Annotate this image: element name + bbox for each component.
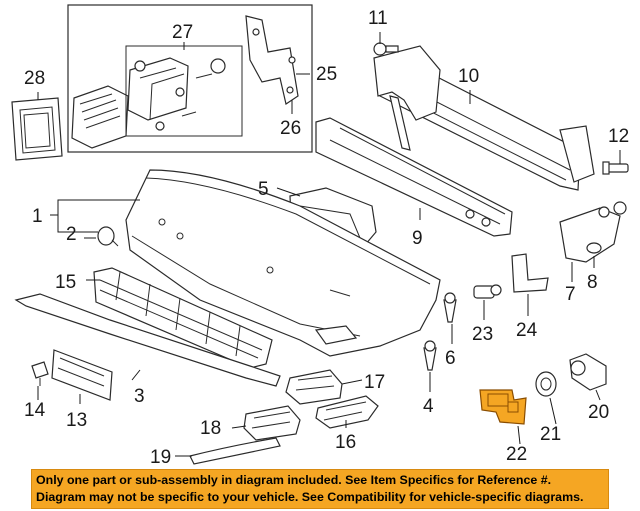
- part-13-plate-bracket: [51, 349, 113, 401]
- leader-lines: [37, 32, 621, 457]
- callout-20: 20: [588, 402, 609, 423]
- callout-8: 8: [587, 272, 598, 293]
- disclaimer-line-1: Only one part or sub-assembly in diagram…: [36, 473, 552, 487]
- callout-6: 6: [445, 348, 456, 369]
- part-1-bumper-cover: [125, 169, 441, 357]
- part-6-pin: [443, 292, 457, 323]
- callout-18: 18: [200, 418, 221, 439]
- callout-15: 15: [55, 272, 76, 293]
- part-15-grille: [93, 267, 273, 369]
- callout-11: 11: [368, 8, 388, 29]
- callout-19: 19: [150, 447, 171, 468]
- callout-9: 9: [412, 228, 423, 249]
- part-11-bolt: [373, 42, 399, 56]
- disclaimer-banner: Only one part or sub-assembly in diagram…: [31, 469, 609, 509]
- callout-24: 24: [516, 320, 538, 341]
- part-7-side-bracket: [559, 201, 627, 263]
- callout-26: 26: [280, 118, 301, 139]
- callout-12: 12: [608, 126, 629, 147]
- callout-4: 4: [423, 396, 434, 417]
- callout-7: 7: [565, 284, 576, 305]
- part-2-cap: [97, 226, 119, 247]
- callout-1: 1: [32, 206, 43, 227]
- callout-25: 25: [316, 64, 337, 85]
- part-17-cover: [285, 369, 343, 405]
- callout-5: 5: [258, 179, 269, 200]
- part-25-26-bracket: [245, 15, 299, 105]
- part-4-pin: [423, 340, 437, 371]
- part-22-sensor-bracket: [479, 389, 527, 425]
- callout-10: 10: [458, 66, 479, 87]
- part-28-sensor-frame: [11, 97, 63, 161]
- callout-3: 3: [134, 386, 145, 407]
- part-24-bracket: [511, 253, 549, 293]
- part-21-sensor-ring: [535, 371, 557, 397]
- callout-2: 2: [66, 224, 77, 245]
- part-18-cover: [243, 405, 301, 441]
- part-3-spoiler: [14, 293, 281, 387]
- part-8-grommet: [586, 242, 602, 254]
- callout-14: 14: [24, 400, 46, 421]
- diagram-canvas: 1 2 3 4 5 6 7 8 9 10 11 12 13 14 15 16 1…: [11, 4, 629, 468]
- part-23-sensor: [473, 284, 502, 299]
- part-16-cover: [315, 395, 379, 429]
- part-20-parking-sensor: [569, 353, 607, 391]
- disclaimer-line-2: Diagram may not be specific to your vehi…: [36, 490, 584, 504]
- part-19-trim: [189, 437, 281, 465]
- callout-13: 13: [66, 410, 87, 431]
- callout-28: 28: [24, 68, 45, 89]
- callout-22: 22: [506, 444, 527, 465]
- part-27-radar-module: [71, 57, 226, 149]
- part-14-clip: [31, 361, 49, 386]
- callout-17: 17: [364, 372, 385, 393]
- inset-box: [67, 4, 313, 153]
- part-10-reinforcement-bar: [373, 45, 595, 191]
- callout-27: 27: [172, 22, 193, 43]
- callout-23: 23: [472, 324, 493, 345]
- part-12-bolt: [602, 161, 629, 175]
- callout-16: 16: [335, 432, 356, 453]
- part-9-energy-absorber: [315, 117, 513, 237]
- callout-21: 21: [540, 424, 561, 445]
